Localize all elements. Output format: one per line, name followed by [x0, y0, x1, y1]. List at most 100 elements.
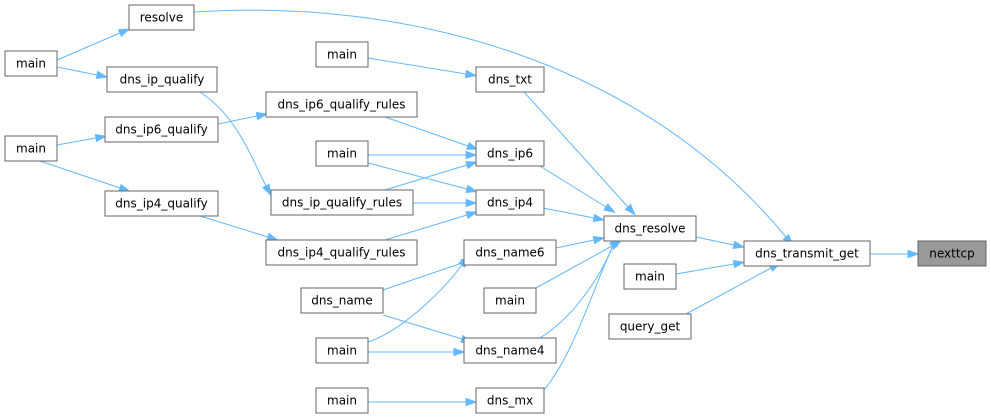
node-main[interactable]: main [623, 263, 677, 290]
node-label: main [327, 344, 357, 358]
node-main[interactable]: main [483, 287, 537, 314]
node-main[interactable]: main [315, 337, 369, 364]
edge-dns-ip6-to-dns-resolve [539, 165, 616, 214]
edge-line [382, 262, 463, 291]
arrowhead [466, 141, 479, 150]
node-nexttcp: nexttcp [917, 240, 987, 267]
edge-main-r-to-dns-ip-qualify [56, 66, 109, 80]
node-label: dns_ip6 [487, 147, 533, 161]
node-dns-resolve[interactable]: dns_resolve [603, 215, 697, 242]
node-dns-mx[interactable]: dns_mx [475, 387, 545, 414]
edge-main-t-to-dns-transmit-get [675, 259, 746, 275]
node-label: dns_resolve [615, 222, 686, 236]
edge-main-txt-to-dns-txt [367, 57, 478, 79]
node-dns-ip-qualify-rules[interactable]: dns_ip_qualify_rules [270, 189, 414, 216]
edge-dns-ip4-qualify-to-dns-ip4-qualify-rules [199, 215, 280, 241]
edge-line [39, 160, 121, 189]
node-label: dns_name4 [475, 344, 544, 358]
node-dns-ip6[interactable]: dns_ip6 [475, 140, 545, 167]
node-main[interactable]: main [315, 387, 369, 414]
node-label: main [16, 142, 46, 156]
node-main[interactable]: main [315, 140, 369, 167]
node-resolve[interactable]: resolve [128, 4, 195, 31]
edge-line [367, 162, 468, 190]
edge-main-n-to-dns-name4 [368, 347, 466, 357]
edge-query-get-to-dns-transmit-get [685, 262, 782, 315]
node-dns-name[interactable]: dns_name [300, 287, 384, 314]
arrowhead [464, 69, 478, 79]
arrowhead [592, 213, 606, 223]
edge-line [539, 165, 607, 208]
node-label: dns_ip4_qualify [115, 197, 207, 211]
node-label: main [327, 394, 357, 408]
arrowhead [907, 249, 920, 259]
edge-dns-name6-to-dns-resolve [555, 235, 606, 249]
arrowhead [465, 211, 479, 220]
node-label: main [327, 147, 357, 161]
edge-main-mx-to-dns-mx [368, 397, 478, 407]
node-label: dns_ip_qualify_rules [282, 196, 402, 210]
node-dns-ip4-qualify-rules[interactable]: dns_ip4_qualify_rules [265, 239, 418, 266]
arrowhead [465, 184, 479, 193]
node-label: main [327, 48, 357, 62]
edge-line [367, 264, 463, 343]
node-dns-ip6-qualify-rules[interactable]: dns_ip6_qualify_rules [265, 91, 418, 118]
node-label: dns_txt [488, 73, 532, 87]
edge-dns-name-to-dns-name4 [382, 314, 474, 343]
edge-line [555, 239, 595, 249]
node-dns-ip6-qualify[interactable]: dns_ip6_qualify [104, 116, 219, 143]
edge-main-ip-to-dns-ip4 [367, 162, 479, 193]
arrowhead [465, 198, 478, 208]
node-main[interactable]: main [4, 50, 58, 77]
edge-dns-ip-qualify-rules-to-dns-ip6 [384, 161, 479, 191]
arrowhead [465, 161, 479, 170]
arrowhead [465, 397, 478, 407]
edge-line [695, 236, 735, 246]
edge-line [193, 9, 787, 238]
arrowhead [262, 183, 272, 197]
edge-line [56, 66, 98, 76]
node-dns-name6[interactable]: dns_name6 [463, 239, 557, 266]
node-dns-name4[interactable]: dns_name4 [463, 337, 557, 364]
edge-main-ip-to-dns-ip6 [368, 150, 478, 160]
node-main[interactable]: main [4, 135, 58, 162]
node-label: dns_name6 [475, 246, 544, 260]
node-dns-transmit-get[interactable]: dns_transmit_get [743, 240, 871, 267]
arrowhead [592, 235, 606, 245]
arrowhead [95, 70, 109, 80]
edge-dns-ip-qualify-rules-to-dns-ip4 [413, 198, 478, 208]
arrowhead [732, 259, 746, 269]
node-label: main [16, 57, 46, 71]
edge-line [199, 91, 267, 187]
node-label: dns_name [311, 294, 373, 308]
edge-line [542, 244, 615, 392]
node-dns-ip4[interactable]: dns_ip4 [475, 189, 545, 216]
node-label: dns_ip6_qualify_rules [278, 98, 406, 112]
arrowhead [465, 150, 478, 160]
node-label: dns_mx [487, 394, 533, 408]
edge-dns-transmit-get-to-nexttcp [870, 249, 920, 259]
arrowhead [94, 133, 108, 143]
node-label: dns_ip_qualify [120, 73, 205, 87]
node-label: query_get [620, 320, 681, 334]
edge-line [523, 91, 629, 208]
arrowhead [453, 347, 466, 357]
node-dns-ip4-qualify[interactable]: dns_ip4_qualify [104, 190, 219, 217]
node-dns-txt[interactable]: dns_txt [475, 66, 545, 93]
edge-line [199, 215, 269, 238]
edge-line [56, 137, 97, 146]
node-main[interactable]: main [315, 41, 369, 68]
edge-line [675, 263, 735, 275]
node-label: nexttcp [929, 247, 975, 261]
edge-line [384, 164, 468, 191]
node-query-get[interactable]: query_get [608, 313, 692, 340]
node-dns-ip-qualify[interactable]: dns_ip_qualify [106, 66, 218, 93]
node-label: dns_ip4 [487, 196, 533, 210]
node-label: dns_ip6_qualify [115, 123, 207, 137]
edge-dns-ip4-to-dns-resolve [542, 207, 606, 223]
edge-dns-ip6-qualify-rules-to-dns-ip6 [384, 116, 479, 150]
arrowhead [255, 111, 269, 121]
edge-dns-ip6-qualify-to-dns-ip6-qualify-rules [217, 111, 269, 125]
node-label: main [635, 270, 665, 284]
